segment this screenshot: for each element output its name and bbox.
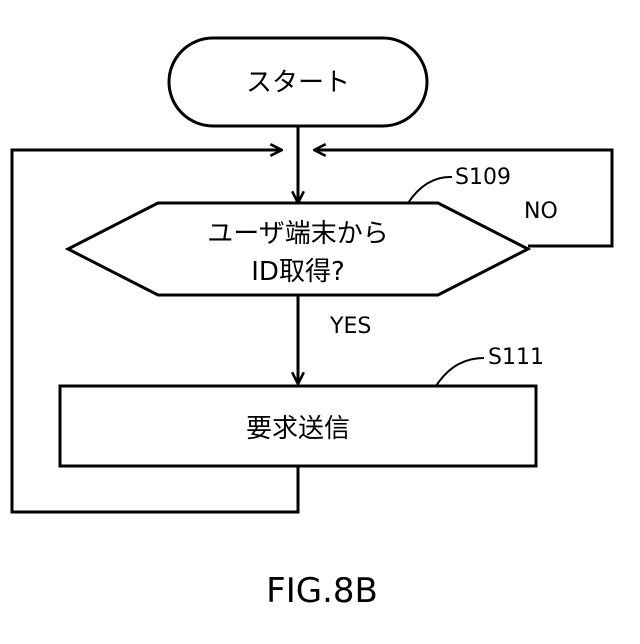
figure-caption: FIG.8B: [266, 571, 378, 611]
process-node: 要求送信: [60, 386, 536, 466]
decision-step-leader: [408, 177, 452, 203]
no-label: NO: [524, 199, 558, 224]
yes-label: YES: [329, 314, 371, 339]
process-label: 要求送信: [246, 414, 350, 444]
decision-node: ユーザ端末から ID取得?: [68, 203, 528, 295]
start-label: スタート: [246, 68, 350, 98]
decision-text-line1: ユーザ端末から: [207, 219, 388, 249]
decision-step-label: S109: [455, 165, 511, 190]
process-step-label: S111: [488, 345, 544, 370]
decision-text-line2: ID取得?: [251, 257, 345, 287]
process-step-leader: [436, 358, 484, 386]
start-terminal: スタート: [169, 38, 427, 126]
